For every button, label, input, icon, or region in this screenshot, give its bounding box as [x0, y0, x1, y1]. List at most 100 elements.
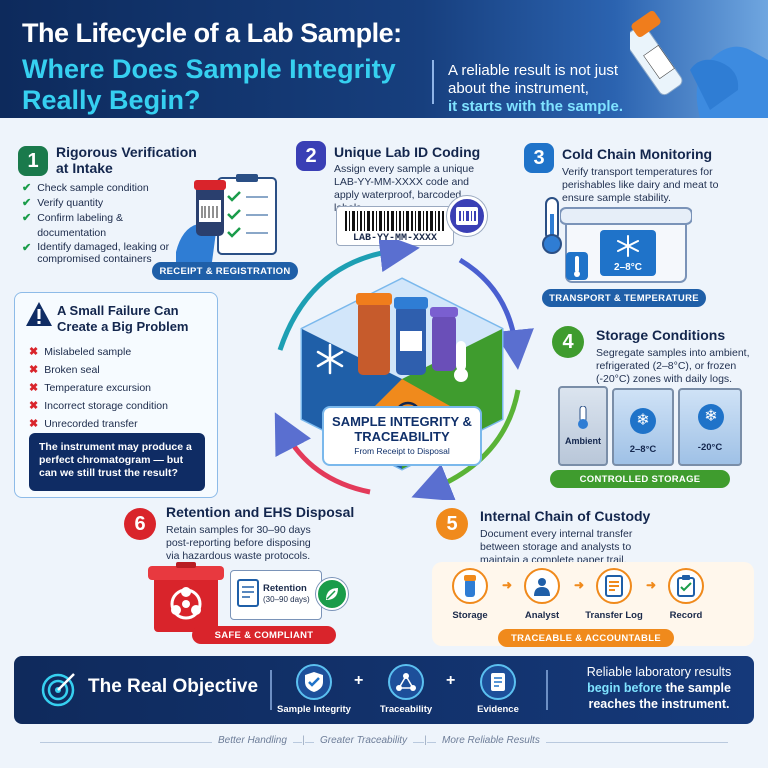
flow-record: Record: [669, 610, 703, 621]
clipboard-sample-icon: [176, 174, 277, 262]
arrow-right-icon: ➜: [646, 578, 657, 592]
arrow-right-icon: ➜: [574, 578, 585, 592]
transfer-log-icon: [596, 568, 632, 604]
objective-statement: Reliable laboratory results begin before…: [586, 665, 732, 711]
zone-refrigerated: 2–8°C: [629, 444, 657, 455]
step3-badge: 3: [524, 143, 554, 173]
target-icon: [41, 673, 75, 707]
pillar-sample-integrity: Sample Integrity: [277, 704, 351, 715]
check-icon: ✔: [22, 212, 32, 224]
cross-icon: ✖: [29, 364, 39, 376]
step4-desc: Segregate samples into ambient, refriger…: [596, 347, 750, 385]
checklist-item: ✔Confirm labeling & documentation: [22, 212, 124, 239]
thermometer-small-icon: [578, 406, 588, 429]
barcode-icon: [345, 211, 444, 231]
step4-pill: CONTROLLED STORAGE: [550, 470, 730, 488]
footer-item: Better Handling: [212, 735, 293, 746]
biohazard-bin-icon: [148, 562, 224, 632]
evidence-document-icon: [480, 664, 516, 700]
tagline-bold: it starts with the sample.: [448, 98, 624, 115]
step3-desc: Verify transport temperatures for perish…: [562, 166, 719, 204]
warning-panel: A Small Failure Can Create a Big Problem…: [14, 292, 218, 498]
step2-desc: Assign every sample a unique LAB-YY-MM-X…: [334, 163, 475, 214]
step2-title: Unique Lab ID Coding: [334, 144, 481, 160]
cross-icon: ✖: [29, 346, 39, 358]
leaf-eco-icon: [316, 578, 348, 610]
cross-icon: ✖: [29, 400, 39, 412]
arrow-right-icon: ➜: [502, 578, 513, 592]
retention-card: Retention (30–90 days): [230, 570, 322, 620]
flow-analyst: Analyst: [524, 610, 560, 621]
storage-tube-icon: [452, 568, 488, 604]
failure-item: ✖Broken seal: [29, 361, 209, 379]
lifecycle-cycle-arrows: [274, 240, 534, 500]
step3-title: Cold Chain Monitoring: [562, 146, 713, 162]
failure-item: ✖Temperature excursion: [29, 379, 209, 397]
center-title: SAMPLE INTEGRITY & TRACEABILITY: [332, 414, 472, 444]
step5-badge: 5: [436, 508, 468, 540]
failure-item: ✖Mislabeled sample: [29, 343, 209, 361]
freezer-cabinet: ❄ -20°C: [678, 388, 742, 466]
barcode-label: LAB-YY-MM-XXXX: [336, 206, 454, 246]
header-divider: [432, 60, 434, 104]
center-subtitle: From Receipt to Disposal: [354, 446, 450, 456]
objective-divider: [270, 670, 272, 710]
footer-item: More Reliable Results: [436, 735, 546, 746]
gloved-hand-tube-icon: [630, 10, 768, 118]
objective-title: The Real Objective: [88, 676, 259, 697]
objective-bar: The Real Objective + + Sample Integrity …: [14, 656, 754, 724]
step5-title: Internal Chain of Custody: [480, 508, 651, 524]
plus-sign: +: [354, 672, 364, 689]
footer-item: Greater Traceability: [314, 735, 414, 746]
center-label-box: SAMPLE INTEGRITY & TRACEABILITY From Rec…: [322, 406, 482, 466]
step6-pill: SAFE & COMPLIANT: [192, 626, 336, 644]
step1-title: Rigorous Verification at Intake: [56, 144, 197, 176]
step1-checklist: ✔Check sample condition ✔Verify quantity…: [22, 181, 190, 265]
warning-triangle-icon: [26, 302, 52, 326]
step4-badge: 4: [552, 326, 584, 358]
zone-frozen: -20°C: [697, 442, 723, 453]
document-icon: [237, 579, 259, 607]
network-nodes-icon: [388, 664, 424, 700]
cross-icon: ✖: [29, 418, 39, 430]
header-tagline: A reliable result is not just about the …: [448, 62, 638, 116]
objective-divider: [546, 670, 548, 710]
checklist-item: ✔Check sample condition: [22, 182, 149, 194]
analyst-icon: [524, 568, 560, 604]
shield-check-icon: [296, 664, 332, 700]
snowflake-icon: ❄: [630, 408, 656, 434]
retention-title: Retention: [263, 583, 307, 594]
step6-desc: Retain samples for 30–90 days post-repor…: [166, 524, 311, 562]
failure-item: ✖Incorrect storage condition: [29, 397, 209, 415]
checklist-item: ✔Identify damaged, leaking or compromise…: [22, 241, 170, 265]
step3-pill: TRANSPORT & TEMPERATURE: [542, 289, 706, 307]
step6-title: Retention and EHS Disposal: [166, 504, 355, 520]
failure-item: ✖Unrecorded transfer: [29, 415, 209, 433]
zone-ambient: Ambient: [565, 436, 601, 446]
step1-badge: 1: [18, 146, 48, 176]
page-title-line2: Where Does Sample Integrity Really Begin…: [22, 54, 396, 115]
header-banner: The Lifecycle of a Lab Sample: Where Doe…: [0, 0, 768, 118]
cooler-temp: 2–8°C: [614, 262, 642, 273]
ambient-cabinet: Ambient: [558, 386, 608, 466]
thermometer-icon: [542, 197, 562, 254]
step1-pill: RECEIPT & REGISTRATION: [152, 262, 298, 280]
cooler-box-icon: [560, 207, 692, 283]
snowflake-icon: ❄: [698, 404, 724, 430]
page-title-line1: The Lifecycle of a Lab Sample:: [22, 18, 402, 48]
retention-days: (30–90 days): [263, 595, 310, 604]
pillar-evidence: Evidence: [477, 704, 519, 715]
failure-list: ✖Mislabeled sample ✖Broken seal ✖Tempera…: [29, 343, 209, 433]
checklist-item: ✔Verify quantity: [22, 197, 104, 209]
record-clipboard-icon: [668, 568, 704, 604]
footer-bar: Better Handling | Greater Traceability |…: [0, 732, 768, 756]
plus-sign: +: [446, 672, 456, 689]
warning-title: A Small Failure Can Create a Big Problem: [57, 303, 189, 334]
step5-pill: TRACEABLE & ACCOUNTABLE: [498, 629, 674, 647]
footer-separator: |: [424, 735, 427, 746]
tagline-plain: A reliable result is not just about the …: [448, 62, 619, 97]
step4-title: Storage Conditions: [596, 327, 726, 343]
flow-transfer-log: Transfer Log: [585, 610, 643, 621]
check-icon: ✔: [22, 242, 32, 254]
pillar-traceability: Traceability: [379, 704, 433, 715]
